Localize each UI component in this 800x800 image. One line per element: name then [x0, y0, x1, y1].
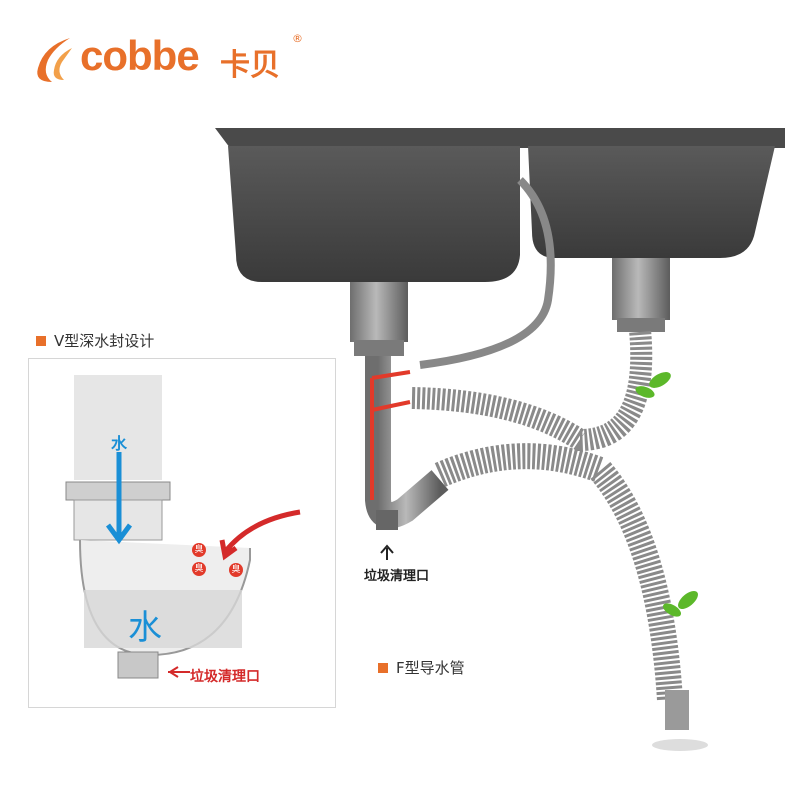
trash-outlet-label: 垃圾清理口 [364, 569, 430, 584]
brand-name-cn: 卡贝 [220, 48, 280, 83]
odor-badge: 臭 [192, 543, 206, 557]
f-pipe-label: F型导水管 [378, 657, 465, 678]
sink-rim [215, 128, 785, 148]
trash-outlet-cap [376, 510, 398, 530]
f-pipe-text: F型导水管 [396, 659, 465, 677]
bullet-square-icon [36, 335, 46, 346]
v-trap-label: V型深水封设计 [36, 330, 154, 351]
registered-mark: ® [292, 32, 303, 45]
inset-trash-outlet-label: 垃圾清理口 [190, 669, 260, 685]
overflow-hose [419, 177, 555, 369]
v-trap-text: V型深水封设计 [54, 332, 155, 350]
leaf-decoration [635, 372, 698, 617]
flame-icon [37, 38, 72, 82]
trash-arrow [380, 544, 394, 560]
odor-badge: 臭 [192, 562, 206, 576]
brand-logo: cobbe 卡贝 ® [30, 28, 310, 92]
bullet-square-icon [378, 662, 388, 673]
left-basin [228, 146, 520, 282]
right-drain-body [612, 258, 670, 320]
odor-badge: 臭 [229, 563, 243, 577]
right-basin [528, 146, 775, 258]
left-drain-body [350, 282, 408, 342]
f-pipe-hose [434, 443, 683, 701]
water-label-large: 水 [128, 608, 162, 648]
brand-name: cobbe [80, 32, 200, 79]
red-highlight [370, 370, 411, 500]
water-label-small: 水 [111, 434, 128, 453]
